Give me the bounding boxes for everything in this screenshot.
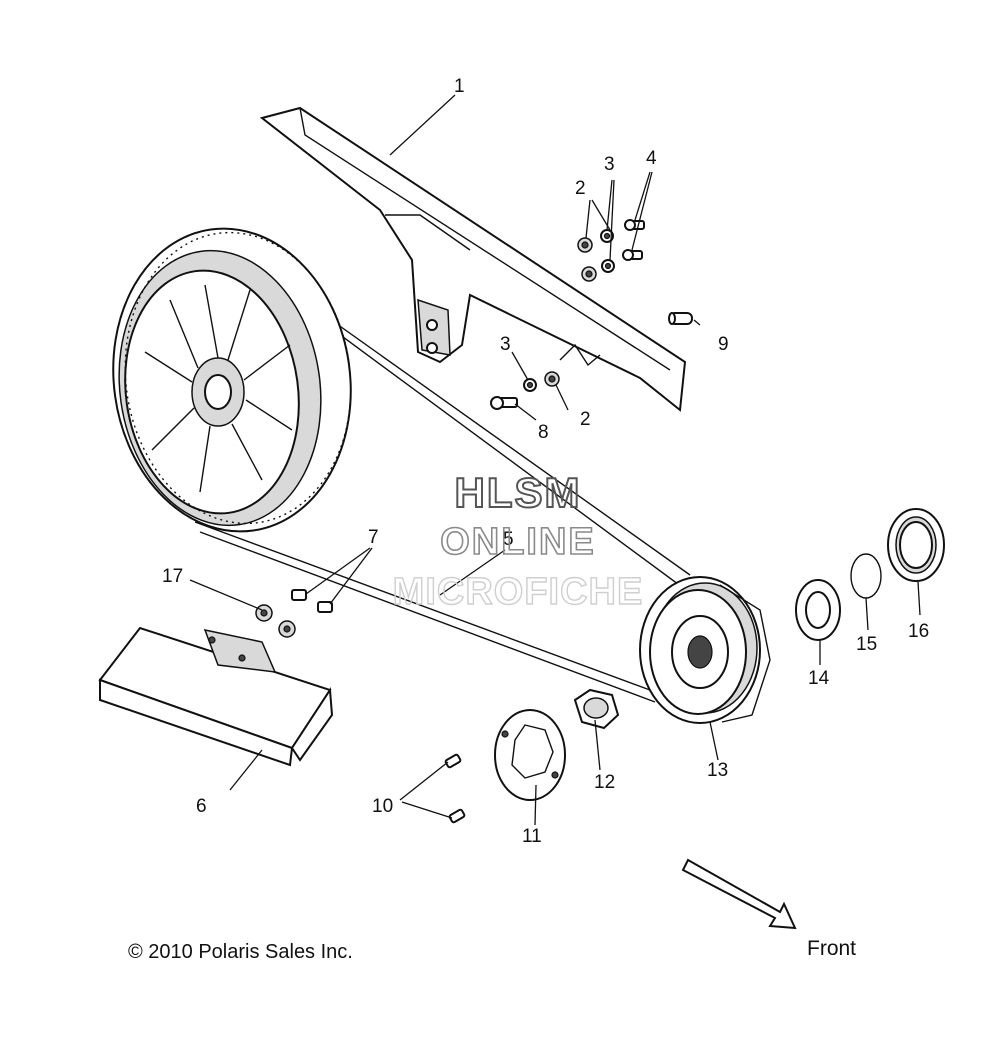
callout-2-upper: 2 <box>575 178 586 199</box>
callout-2-lower: 2 <box>580 409 591 430</box>
callout-7: 7 <box>368 527 379 548</box>
lock-plate-11 <box>494 709 566 801</box>
callout-15: 15 <box>856 634 877 655</box>
callout-8: 8 <box>538 422 549 443</box>
callout-3-upper: 3 <box>604 154 615 175</box>
callout-17: 17 <box>162 566 183 587</box>
front-sprocket <box>639 576 771 724</box>
callout-5: 5 <box>503 529 514 550</box>
cover-16 <box>887 508 945 582</box>
bolt-7 <box>291 589 333 613</box>
snap-ring-15 <box>850 553 882 599</box>
callout-4: 4 <box>646 148 657 169</box>
washer-3-upper <box>600 229 615 273</box>
rear-wheel-pulley <box>112 227 352 533</box>
callout-1: 1 <box>454 76 465 97</box>
watermark-line-2: ONLINE <box>440 521 596 563</box>
spacer-9 <box>668 312 693 325</box>
fastener-lower <box>490 371 560 410</box>
bolt-4 <box>622 219 645 261</box>
callout-3-lower: 3 <box>500 334 511 355</box>
seal-14 <box>795 579 841 641</box>
callout-6: 6 <box>196 796 207 817</box>
bolt-10 <box>444 753 466 824</box>
front-arrow-icon <box>681 858 797 930</box>
watermark-line-1: HLSM <box>455 469 582 516</box>
callout-13: 13 <box>707 760 728 781</box>
callout-11: 11 <box>522 826 542 847</box>
washer-17 <box>255 604 296 638</box>
leader-lines <box>189 94 921 826</box>
watermark-line-3: MICROFICHE <box>393 571 644 613</box>
copyright-text: © 2010 Polaris Sales Inc. <box>128 941 353 963</box>
callout-9: 9 <box>718 334 729 355</box>
belt-guard <box>259 106 687 412</box>
callout-12: 12 <box>594 772 615 793</box>
fastener-2-upper <box>577 237 597 282</box>
callout-16: 16 <box>908 621 929 642</box>
nut-12 <box>573 688 620 730</box>
front-label: Front <box>807 937 856 960</box>
callout-10: 10 <box>372 796 393 817</box>
lower-guard <box>98 626 334 767</box>
callout-14: 14 <box>808 668 830 689</box>
